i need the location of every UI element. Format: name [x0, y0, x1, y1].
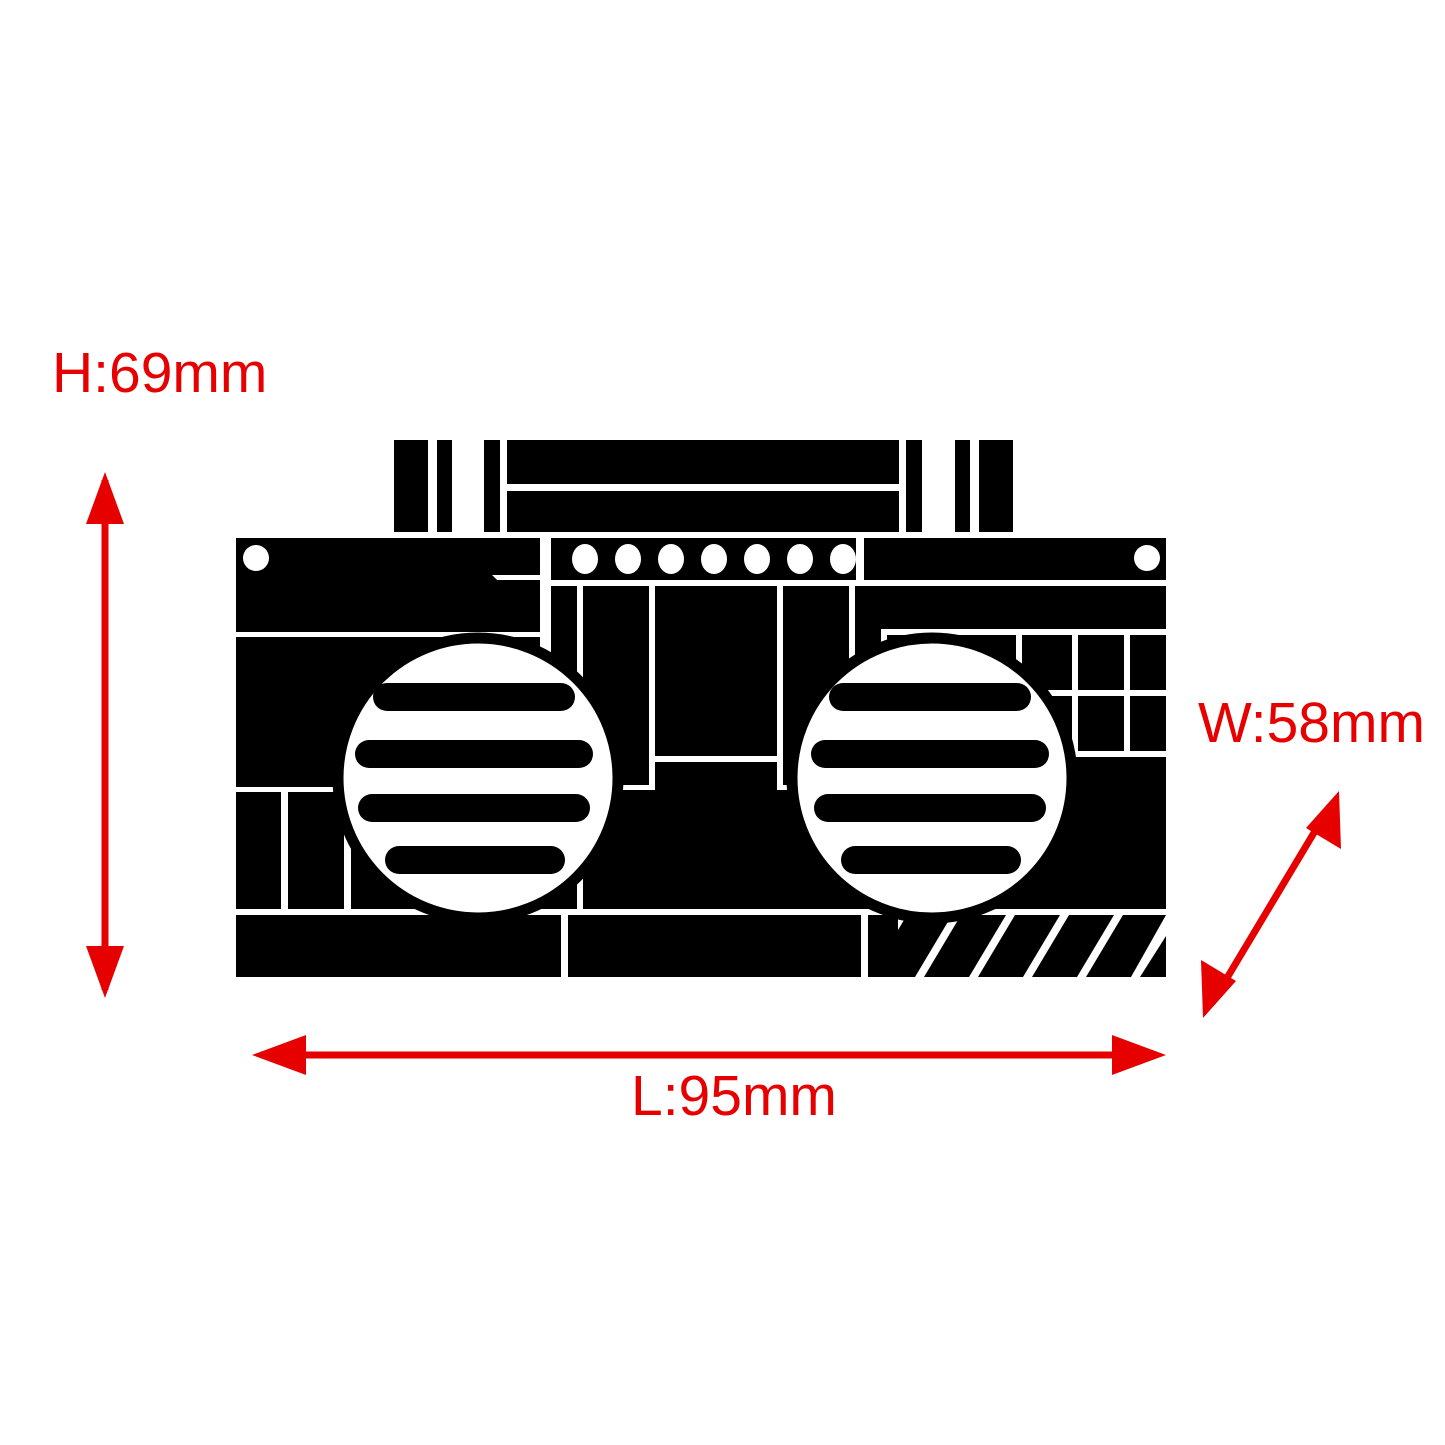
console-display [655, 586, 777, 756]
bottom-diagonal-stripes [870, 915, 1166, 977]
stripe-2 [924, 915, 1006, 977]
height-dimension-label: H:69mm [52, 341, 268, 405]
speaker-right [786, 632, 1078, 924]
stripe-5 [1086, 915, 1166, 977]
bottom-left-bar-1 [236, 792, 281, 909]
boombox-artwork [236, 440, 1166, 977]
speaker-right-bar-2 [811, 740, 1049, 768]
handle-top-panel [507, 440, 899, 484]
length-arrowhead-left [252, 1035, 306, 1075]
button-2 [615, 544, 641, 574]
button-4 [701, 544, 727, 574]
speaker-left-rim [332, 632, 624, 924]
button-row [572, 544, 856, 574]
speaker-right-rim [786, 632, 1078, 924]
speaker-right-bar-4 [841, 846, 1021, 874]
grid-cell-r1c3 [1130, 635, 1166, 690]
dimension-arrow-length [252, 1035, 1166, 1075]
speaker-left-bar-2 [355, 740, 593, 768]
width-arrowhead-upper [1306, 791, 1341, 849]
button-1 [572, 544, 598, 574]
screw-top-left [243, 545, 269, 571]
stripe-3 [978, 915, 1060, 977]
speaker-left [332, 632, 624, 924]
body-right-band [864, 586, 1166, 629]
handle-left-bar-thin [437, 440, 452, 532]
right-cell-grid [1022, 635, 1166, 751]
length-dimension-label: L:95mm [631, 1064, 837, 1128]
speaker-right-bar-1 [829, 683, 1031, 711]
handle-right-bar-thick [979, 440, 1013, 532]
grid-cell-r1c2 [1078, 635, 1124, 690]
handle-left-bar-thick [394, 440, 428, 532]
speaker-left-bar-3 [358, 794, 590, 822]
screw-top-right [1134, 545, 1160, 571]
dimension-arrow-height [86, 472, 124, 998]
speaker-left-bar-4 [385, 846, 565, 874]
height-arrowhead-bottom [86, 946, 124, 998]
handle-bottom-panel [507, 491, 899, 532]
length-arrowhead-right [1112, 1035, 1166, 1075]
grid-cell-r2c3 [1130, 696, 1166, 751]
body-top-left-panel [236, 538, 540, 632]
speaker-right-bar-3 [814, 794, 1046, 822]
button-5 [744, 544, 770, 574]
bottom-bar-centre [568, 915, 861, 977]
handle-right-inner-bar [906, 440, 922, 532]
body-diagonal-wedge [492, 580, 540, 627]
handle-left-inner-bar [484, 440, 500, 532]
carry-handle [394, 440, 1013, 532]
body-diagonal-wedge-lower [492, 586, 537, 631]
stripe-1 [870, 915, 952, 977]
speaker-left-bar-1 [373, 683, 575, 711]
button-7 [830, 544, 856, 574]
width-arrowhead-lower [1201, 960, 1236, 1018]
height-arrowhead-top [86, 472, 124, 524]
handle-right-bar-thin [955, 440, 970, 532]
body-top-right-panel [864, 538, 1166, 580]
button-6 [787, 544, 813, 574]
bottom-bar-left [236, 915, 561, 977]
stripe-6 [1140, 936, 1166, 977]
width-dimension-label: W:58mm [1198, 691, 1425, 755]
boombox-body [236, 538, 1166, 977]
bottom-left-bar-2 [288, 792, 344, 909]
stripe-4 [1032, 915, 1114, 977]
grid-cell-r2c2 [1078, 696, 1124, 751]
dimension-arrow-width [1201, 791, 1341, 1018]
button-3 [658, 544, 684, 574]
